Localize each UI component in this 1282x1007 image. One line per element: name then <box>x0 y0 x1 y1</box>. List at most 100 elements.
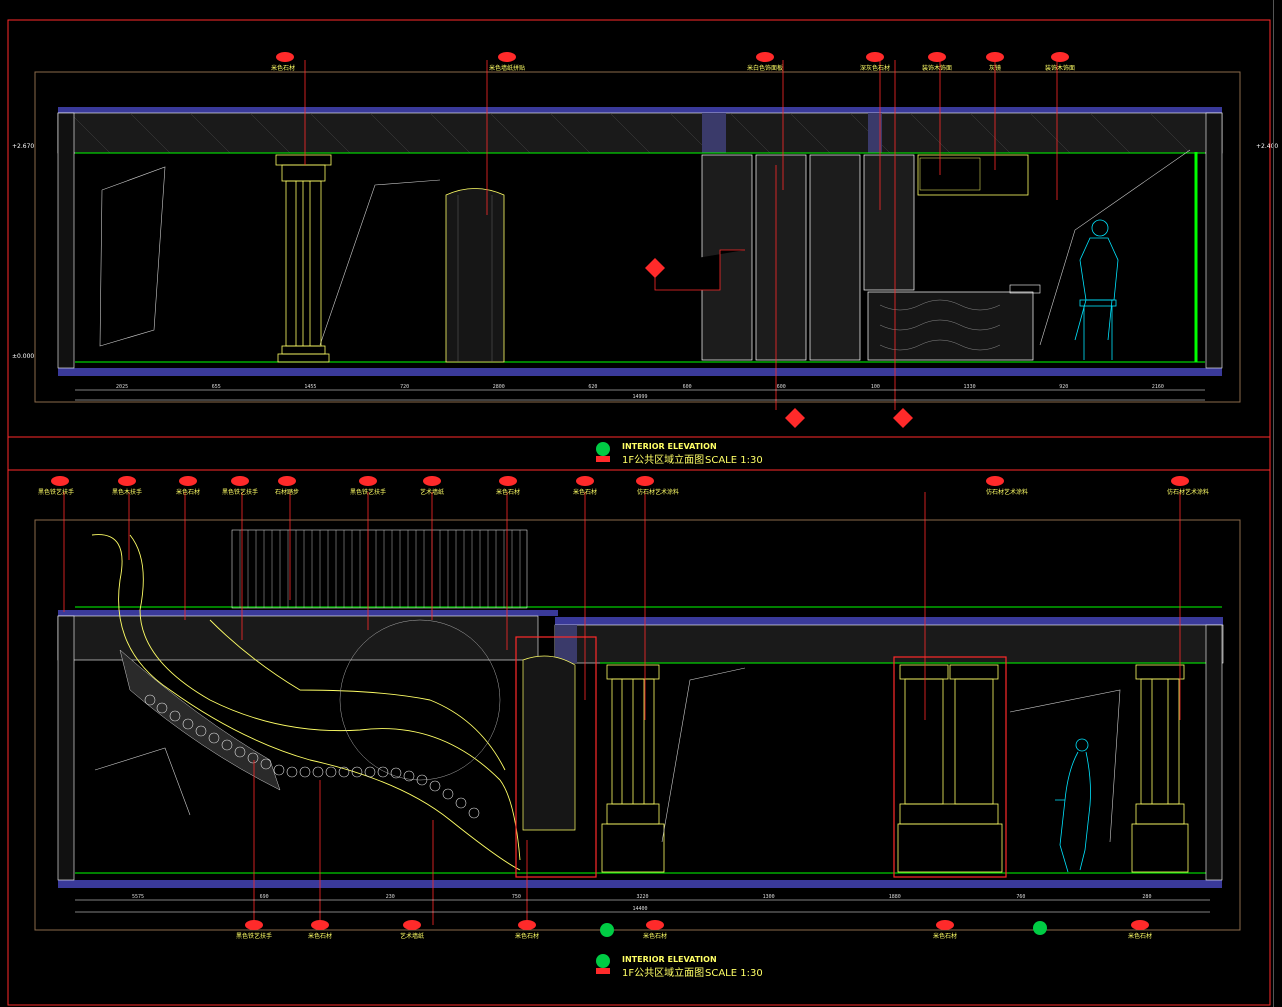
figure-standing <box>1055 738 1091 873</box>
dimension-value: 1455 <box>304 384 316 390</box>
material-label: 米色石材 <box>176 488 200 496</box>
ceiling-band <box>58 107 1222 113</box>
left-wall-section <box>57 615 75 881</box>
upper-floor-band <box>58 610 558 616</box>
highlight-box <box>515 636 597 878</box>
highlight-box <box>893 656 1007 878</box>
elevation-title-cn: 1F公共区域立面图 <box>622 453 704 466</box>
cabinet-doors <box>701 154 915 361</box>
material-label: 深灰色石材 <box>860 64 890 72</box>
section-marker <box>893 408 913 428</box>
dimension-value: 750 <box>512 894 521 900</box>
elevation-title-cn: 1F公共区域立面图 <box>622 966 704 979</box>
material-label: 仿石材艺术涂料 <box>986 488 1028 496</box>
material-label: 灰镜 <box>989 64 1001 72</box>
material-label: 米色石材 <box>1128 932 1152 940</box>
stair-treads <box>119 649 281 791</box>
dimension-value: 2160 <box>1152 384 1164 390</box>
right-wall-section <box>1205 112 1223 369</box>
level-top: +2.670 <box>12 143 34 150</box>
ceiling-slab <box>57 112 1223 154</box>
dimension-value: 2025 <box>116 384 128 390</box>
sheet-border <box>7 19 1271 1006</box>
dimension-value: 100 <box>871 384 880 390</box>
dimension-value: 280 <box>1142 894 1151 900</box>
wall-panel-outline <box>1009 689 1121 843</box>
dimension-total: 14999 <box>632 394 647 400</box>
dimension-value: 1330 <box>964 384 976 390</box>
material-label: 米色石材 <box>271 64 295 72</box>
elevation-title-en: INTERIOR ELEVATION <box>622 955 717 964</box>
title-bubble <box>596 954 610 968</box>
left-wall-section <box>57 112 75 369</box>
figure-seated <box>1074 219 1119 360</box>
dimension-total: 14400 <box>632 906 647 912</box>
material-label: 装饰木饰面 <box>1045 64 1075 72</box>
dimension-value: 690 <box>260 894 269 900</box>
dimension-value: 2800 <box>493 384 505 390</box>
wall-panel-outline <box>94 747 191 816</box>
material-label: 黑色木扶手 <box>112 488 142 496</box>
floor-band <box>58 368 1222 376</box>
material-label: 艺术墙纸 <box>420 488 444 496</box>
title-bubble-tag <box>596 456 610 462</box>
material-label: 米色石材 <box>933 932 957 940</box>
spiral-staircase <box>91 534 521 871</box>
material-label: 仿石材艺术涂料 <box>1167 488 1209 496</box>
dimension-value: 720 <box>400 384 409 390</box>
elevation-scale: SCALE 1:30 <box>705 455 763 466</box>
upper-slab <box>57 615 539 661</box>
section-marker <box>645 258 665 278</box>
elevation-scale: SCALE 1:30 <box>705 968 763 979</box>
dimension-value: 920 <box>1059 384 1068 390</box>
ceiling-slab <box>554 624 1224 664</box>
chain-ornament <box>144 694 480 819</box>
right-wall-section <box>1205 624 1223 881</box>
elevation-title-en: INTERIOR ELEVATION <box>622 442 717 451</box>
material-label: 黑色铁艺扶手 <box>222 488 258 496</box>
section-marker <box>785 408 805 428</box>
dimension-value: 600 <box>683 384 692 390</box>
dimension-line <box>75 899 1210 913</box>
material-tags <box>276 52 1069 62</box>
beam-section <box>702 113 726 153</box>
elevation-2: 黑色铁艺扶手 黑色木扶手 米色石材 黑色铁艺扶手 石材踏步 黑色铁艺扶手 艺术墙… <box>38 476 1224 979</box>
material-label: 米色石材 <box>515 932 539 940</box>
dimension-value: 620 <box>588 384 597 390</box>
material-label: 石材踏步 <box>275 488 299 496</box>
stone-panel <box>445 188 505 363</box>
section-marker <box>600 923 614 937</box>
elevation-1: 米色石材 米色墙纸拼贴 米白色饰面板 深灰色石材 装饰木饰面 灰镜 装饰木饰面 … <box>12 52 1278 466</box>
wall-panel-outline <box>661 667 746 843</box>
title-bubble-tag <box>596 968 610 974</box>
column-1 <box>275 154 332 363</box>
stone-niche <box>522 655 576 831</box>
material-label: 黑色铁艺扶手 <box>350 488 386 496</box>
dimension-line <box>75 389 1205 401</box>
balustrade <box>231 529 528 609</box>
dimension-value: 1880 <box>889 894 901 900</box>
material-label: 黑色铁艺扶手 <box>236 932 272 940</box>
leader-lines <box>304 60 1058 410</box>
dimension-value: 655 <box>212 384 221 390</box>
material-label: 米色石材 <box>496 488 520 496</box>
bar-counter <box>867 154 1041 361</box>
dimension-value: 1300 <box>763 894 775 900</box>
sheet-edge-strip <box>1273 0 1282 1007</box>
level-top-right: +2.400 <box>1256 143 1278 150</box>
level-floor: ±0.000 <box>12 353 34 360</box>
elevation-2-frame <box>34 519 1241 931</box>
floor-band <box>58 880 1222 888</box>
column-a <box>601 664 665 873</box>
dimension-value: 3220 <box>636 894 648 900</box>
ceiling-band <box>555 617 1223 625</box>
material-label: 艺术墙纸 <box>400 932 424 940</box>
dimension-value: 230 <box>386 894 395 900</box>
material-label: 米色石材 <box>308 932 332 940</box>
material-label: 米色石材 <box>643 932 667 940</box>
beam-section <box>555 625 577 663</box>
material-label: 米白色饰面板 <box>747 64 783 72</box>
